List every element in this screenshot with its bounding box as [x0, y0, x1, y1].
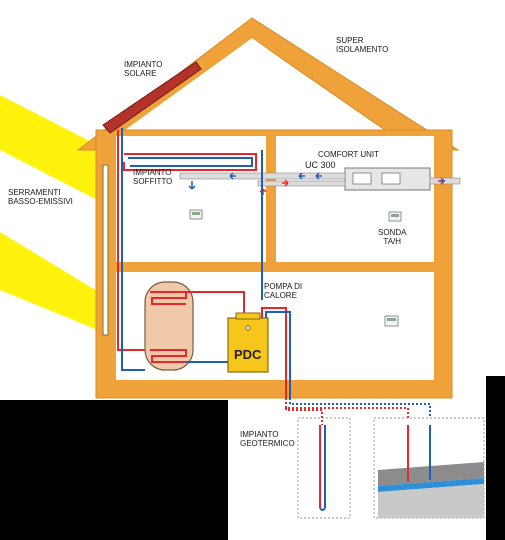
air-duct [257, 180, 346, 187]
ground-layer-light [378, 484, 484, 518]
label-uc-300: UC 300 [305, 160, 336, 170]
masked-area-right [486, 376, 505, 540]
label-pdc: PDC [234, 347, 262, 362]
ceiling-heating-pipe-cold [128, 157, 253, 167]
geo-pipe-hot [261, 307, 287, 400]
window [102, 164, 109, 336]
geo-probe-bottom [319, 507, 326, 511]
masked-area-left [0, 400, 228, 540]
solar-pipe-cold [121, 128, 145, 371]
tank-pipe-to-pdc [186, 291, 245, 318]
comfort-unit-panel [352, 172, 372, 185]
solar-panel [102, 61, 202, 134]
geo-pipe-dotted-probe [285, 408, 323, 425]
attic-space [118, 38, 388, 135]
geo-pipe-dotted-cold [289, 398, 431, 425]
ceiling-heating-pipe-hot [123, 153, 257, 171]
geothermal-probe-box [297, 417, 351, 519]
sun-ray-lower [0, 232, 112, 335]
thermostat-upper-left-screen [192, 212, 200, 215]
comfort-unit-panel [381, 172, 401, 185]
geo-pipe-cold [265, 311, 291, 400]
tank-coil-lower [150, 349, 187, 363]
water-layer [378, 478, 484, 492]
heat-pump-indicator [245, 325, 251, 331]
tank-coil-upper [150, 291, 187, 305]
thermostat-lower-screen [387, 318, 396, 321]
label-comfort-unit: COMFORT UNIT [318, 150, 380, 159]
room-upper-right [276, 136, 434, 262]
geo-pipe-dotted-hot [285, 398, 409, 425]
heat-pump-top [235, 312, 261, 320]
thermostat-upper-right-screen [391, 214, 399, 217]
